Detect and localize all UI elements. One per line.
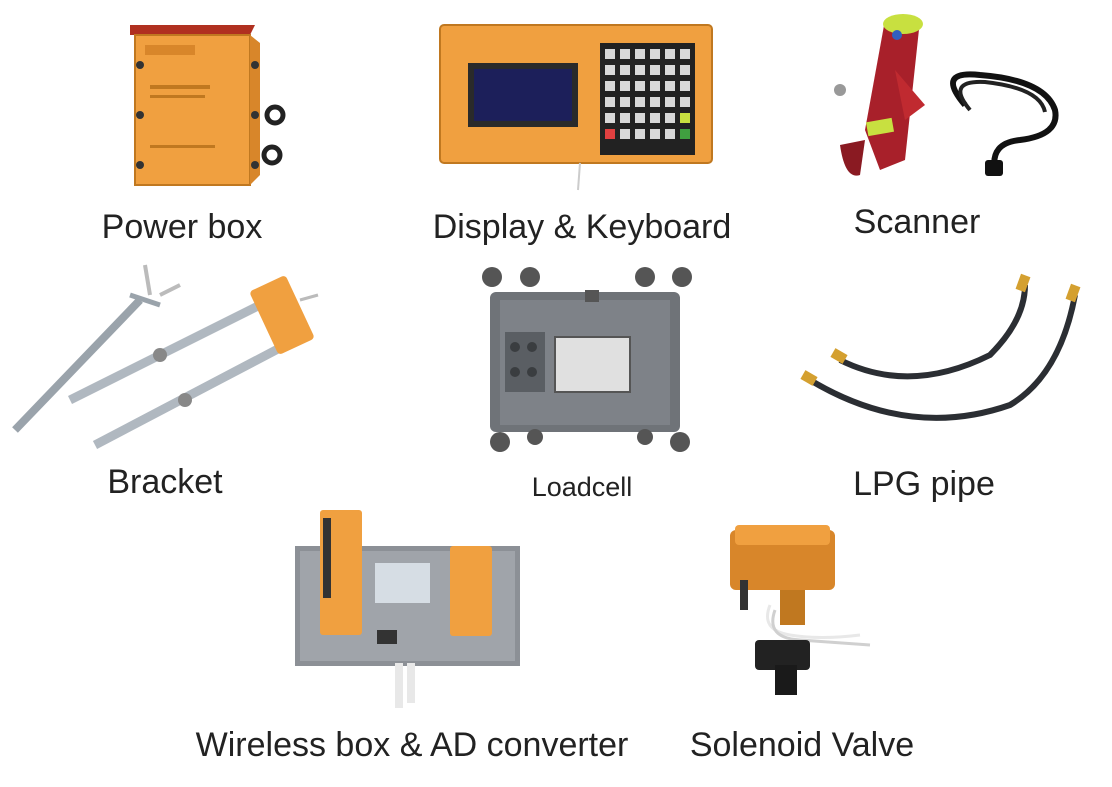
display-keyboard-product: Display & Keyboard	[430, 15, 740, 250]
scanner-product: Scanner	[800, 10, 1070, 250]
wireless-box-image	[295, 510, 520, 708]
power-box-label: Power box	[101, 208, 263, 246]
solenoid-valve-product: Solenoid Valve	[690, 520, 920, 780]
bracket-label: Bracket	[107, 463, 223, 501]
power-box-product: Power box	[100, 20, 300, 250]
loadcell-product: Loadcell	[470, 262, 700, 512]
solenoid-valve-image	[730, 525, 871, 695]
wireless-box-label: Wireless box & AD converter	[195, 726, 629, 764]
power-box-image	[130, 25, 286, 186]
loadcell-image	[482, 267, 692, 452]
bracket-image	[12, 264, 319, 449]
lpg-pipe-image	[800, 273, 1081, 421]
bracket-product: Bracket	[0, 255, 330, 505]
display-keyboard-label: Display & Keyboard	[432, 208, 732, 246]
lpg-pipe-label: LPG pipe	[853, 465, 995, 503]
scanner-image	[834, 14, 1059, 176]
scanner-label: Scanner	[853, 203, 981, 241]
loadcell-label: Loadcell	[531, 472, 633, 502]
solenoid-valve-label: Solenoid Valve	[689, 726, 915, 764]
lpg-pipe-product: LPG pipe	[790, 265, 1090, 510]
wireless-box-product: Wireless box & AD converter	[190, 508, 640, 778]
display-keyboard-image	[439, 24, 713, 191]
